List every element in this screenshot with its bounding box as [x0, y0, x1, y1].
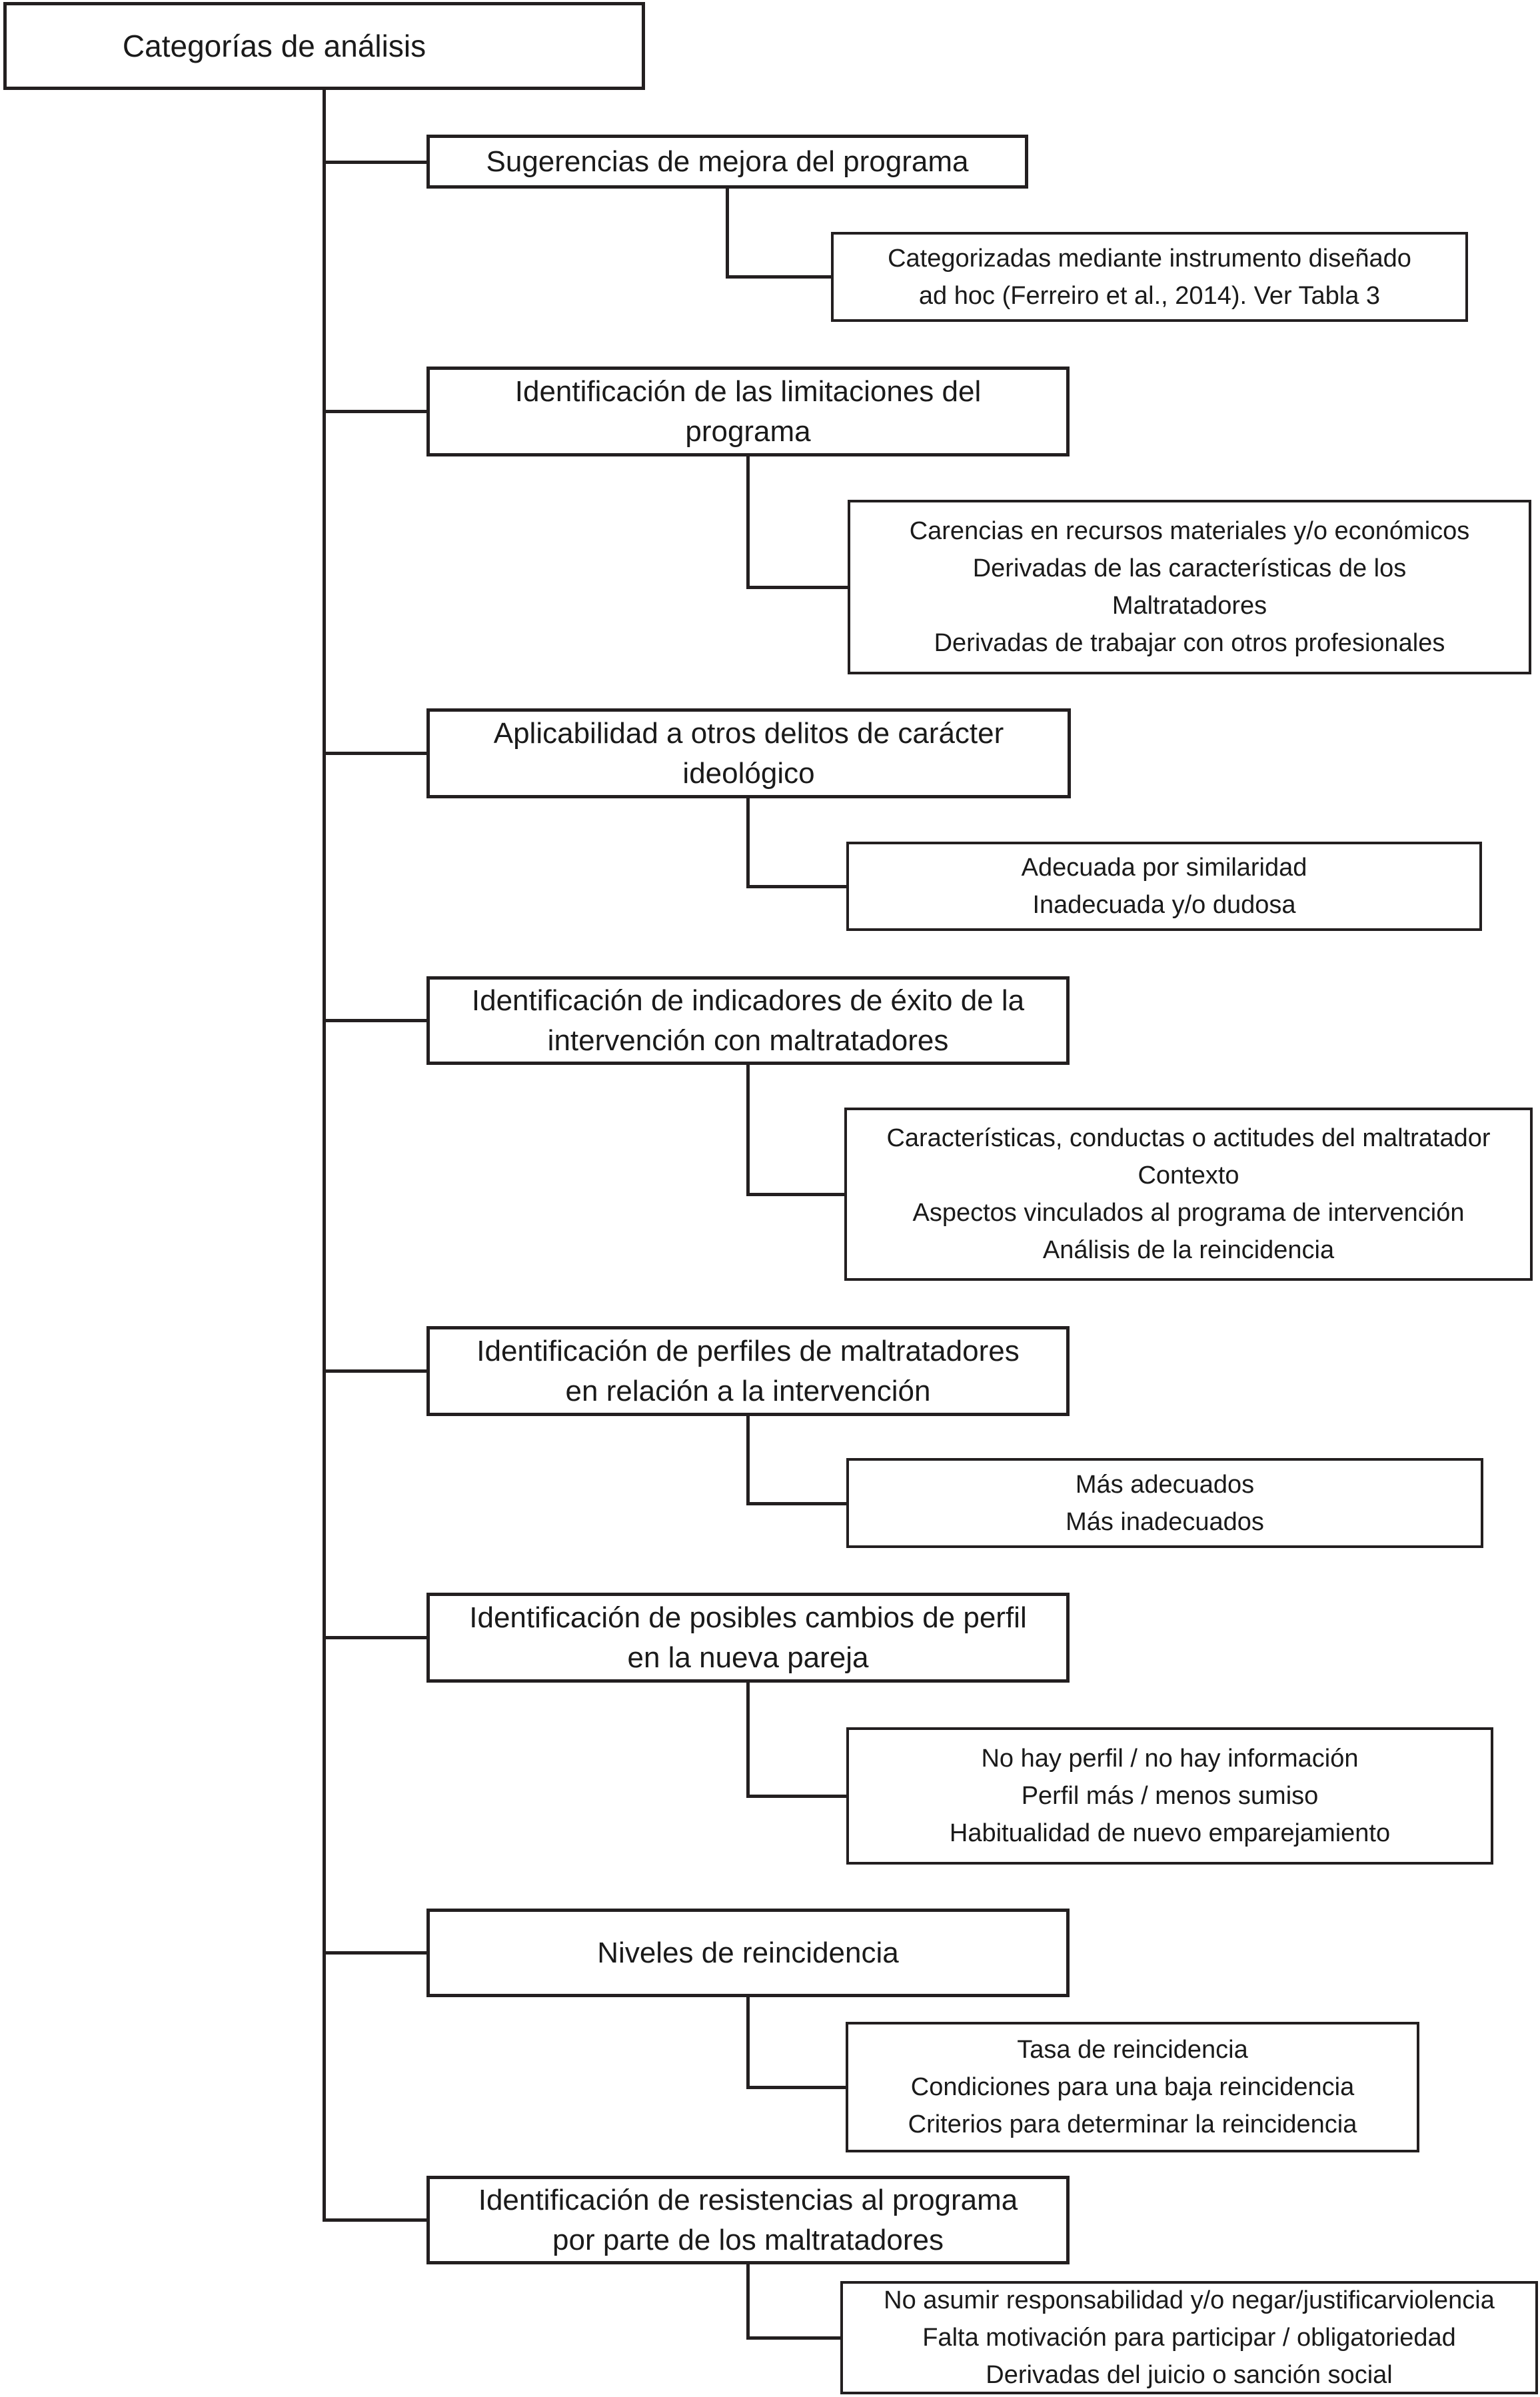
connector-branch-resistencias	[324, 2218, 429, 2222]
connector-sub-limitaciones-vertical	[746, 456, 750, 589]
category-box-cambios-perfil: Identificación de posibles cambios de pe…	[426, 1593, 1070, 1683]
connector-sub-niveles-vertical	[746, 1997, 750, 2089]
connector-sub-aplicabilidad-horizontal	[746, 885, 850, 888]
subcategory-box-categorizadas: Categorizadas mediante instrumento diseñ…	[831, 232, 1468, 322]
connector-spine	[323, 90, 326, 2222]
category-box-resistencias: Identificación de resistencias al progra…	[426, 2176, 1070, 2264]
category-box-niveles-reincidencia: Niveles de reincidencia	[426, 1909, 1070, 1997]
connector-sub-perfiles-vertical	[746, 1416, 750, 1505]
connector-sub-indicadores-vertical	[746, 1065, 750, 1196]
connector-sub-cambios-vertical	[746, 1683, 750, 1798]
connector-sub-indicadores-horizontal	[746, 1193, 848, 1196]
connector-branch-indicadores	[324, 1019, 429, 1022]
connector-sub-perfiles-horizontal	[746, 1502, 850, 1505]
connector-sub-limitaciones-horizontal	[746, 586, 851, 589]
connector-sub-cambios-horizontal	[746, 1795, 850, 1798]
connector-branch-sugerencias	[324, 161, 429, 164]
connector-sub-aplicabilidad-vertical	[746, 798, 750, 888]
connector-sub-resistencias-vertical	[746, 2264, 750, 2340]
category-box-perfiles: Identificación de perfiles de maltratado…	[426, 1326, 1070, 1416]
connector-sub-niveles-horizontal	[746, 2086, 849, 2089]
connector-branch-cambios-perfil	[324, 1636, 429, 1639]
category-box-sugerencias: Sugerencias de mejora del programa	[426, 135, 1028, 189]
connector-branch-perfiles	[324, 1369, 429, 1373]
connector-sub-sugerencias-vertical	[726, 189, 729, 279]
connector-sub-resistencias-horizontal	[746, 2336, 844, 2340]
connector-sub-sugerencias-horizontal	[726, 275, 832, 279]
subcategory-box-caracteristicas: Características, conductas o actitudes d…	[844, 1108, 1533, 1281]
subcategory-box-no-asumir: No asumir responsabilidad y/o negar/just…	[840, 2281, 1538, 2394]
root-category-box: Categorías de análisis	[3, 2, 645, 90]
connector-branch-limitaciones	[324, 410, 429, 413]
category-box-indicadores-exito: Identificación de indicadores de éxito d…	[426, 976, 1070, 1065]
connector-branch-niveles	[324, 1951, 429, 1955]
category-box-aplicabilidad: Aplicabilidad a otros delitos de carácte…	[426, 708, 1071, 798]
subcategory-box-carencias: Carencias en recursos materiales y/o eco…	[848, 500, 1531, 674]
connector-branch-aplicabilidad	[324, 752, 429, 755]
